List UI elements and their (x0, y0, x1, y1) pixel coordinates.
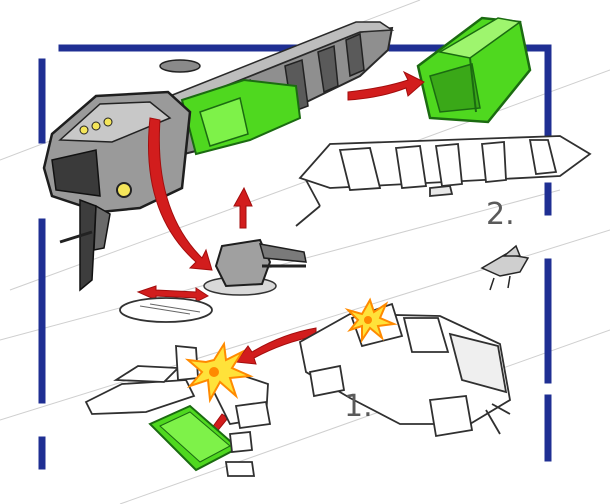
detached-green-module (418, 18, 530, 122)
step-two-label: 2. (486, 200, 515, 230)
step-one-label: 1. (344, 392, 373, 422)
damaged-base (86, 346, 270, 476)
small-fighter (482, 246, 528, 290)
turret-emplacement (120, 240, 306, 322)
landing-craft-outline (300, 304, 510, 436)
